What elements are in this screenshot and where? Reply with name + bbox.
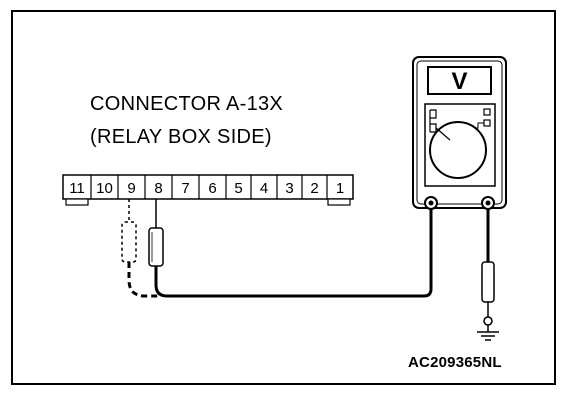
pin-label-6: 6 [208, 180, 216, 197]
connector-lock-tab-left [65, 198, 89, 206]
connector-lock-tab-right [327, 198, 351, 206]
pin-label-11: 11 [69, 180, 85, 197]
voltmeter-display [427, 66, 492, 95]
dashed-probe-pin-9 [121, 199, 158, 298]
voltmeter-display-symbol: V [451, 68, 467, 95]
ground-lead [481, 209, 495, 332]
connector-body [62, 174, 354, 200]
voltmeter: V [412, 56, 507, 210]
pin-label-9: 9 [127, 180, 135, 197]
pin-label-8: 8 [154, 180, 162, 197]
pin-label-2: 2 [310, 180, 318, 197]
pin-label-10: 10 [96, 180, 113, 197]
pin-label-1: 1 [336, 180, 344, 197]
pin-label-5: 5 [234, 180, 242, 197]
ground-symbol-icon [477, 331, 499, 341]
connector-subtitle: (RELAY BOX SIDE) [90, 126, 272, 148]
figure-code: AC209365NL [408, 354, 502, 371]
connector-title: CONNECTOR A-13X [90, 93, 284, 115]
voltmeter-rotary-dial [429, 121, 487, 179]
pin-label-3: 3 [285, 180, 293, 197]
pin-label-4: 4 [260, 180, 268, 197]
probe-pin-8 [148, 199, 433, 298]
pin-label-7: 7 [181, 180, 189, 197]
